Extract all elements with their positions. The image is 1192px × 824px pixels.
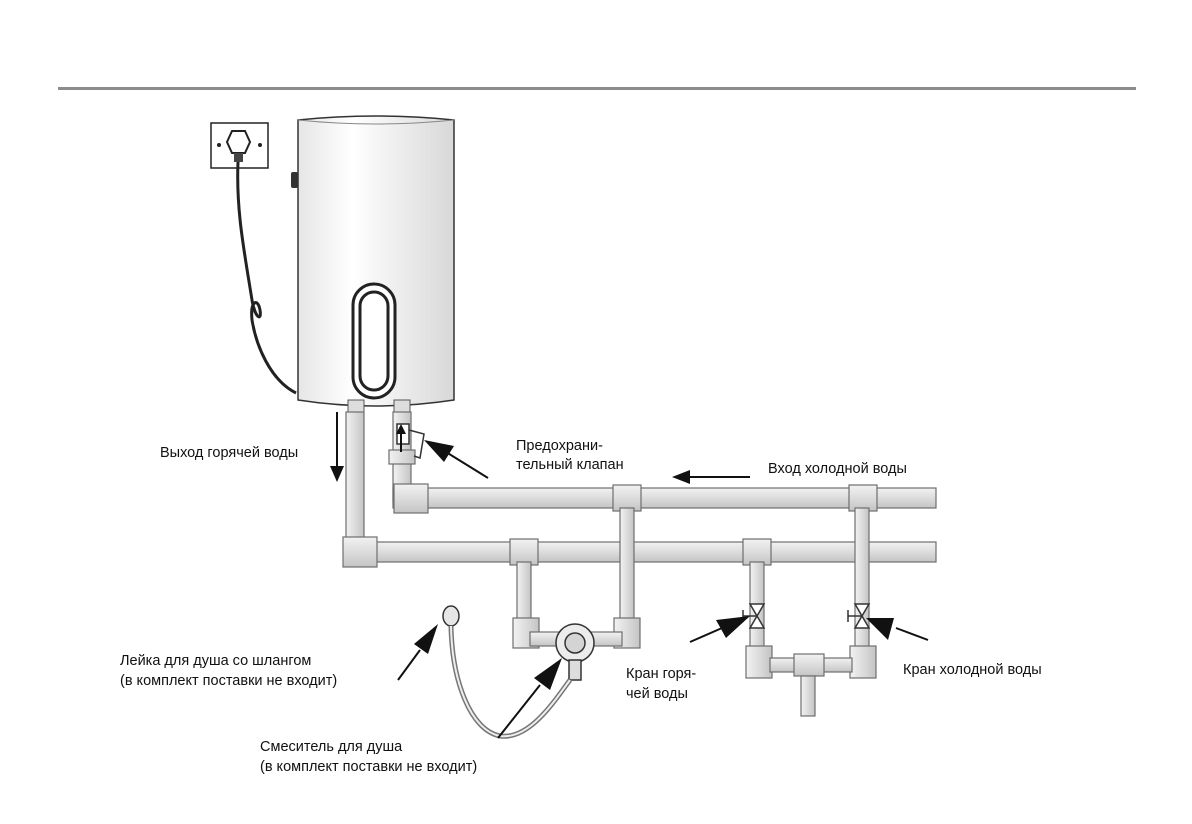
pipes (342, 411, 937, 717)
label-safety-valve-line2: тельный клапан (516, 457, 624, 473)
flow-arrows (330, 412, 750, 484)
label-cold-inlet: Вход холодной воды (768, 461, 907, 477)
label-hot-outlet: Выход горячей воды (160, 445, 299, 461)
label-shower-head-line2: (в комплект поставки не входит) (120, 673, 338, 689)
shower-mixer (555, 623, 595, 681)
header-rule (58, 87, 1136, 90)
label-hot-tap-line2: чей воды (626, 686, 688, 702)
label-shower-head: Лейка для душа со шлангом (в комплект по… (120, 651, 337, 691)
label-hot-tap: Кран горя- чей воды (626, 664, 696, 704)
shower-head (442, 605, 460, 627)
hot-tap-valve (742, 603, 766, 629)
label-hot-tap-line1: Кран горя- (626, 666, 697, 682)
label-safety-valve-line1: Предохрани- (516, 438, 603, 454)
wall-socket (210, 122, 269, 169)
label-cold-tap: Кран холодной воды (903, 662, 1042, 678)
label-safety-valve: Предохрани- тельный клапан (516, 437, 624, 475)
power-cord (236, 161, 297, 395)
label-shower-head-line1: Лейка для душа со шлангом (120, 653, 312, 669)
pointer-arrows (397, 440, 929, 739)
label-mixer: Смеситель для душа (в комплект поставки … (260, 737, 477, 777)
label-mixer-line2: (в комплект поставки не входит) (260, 759, 478, 775)
label-mixer-line1: Смеситель для душа (260, 739, 403, 755)
water-heater-tank (291, 115, 455, 413)
cold-tap-valve (847, 603, 871, 629)
